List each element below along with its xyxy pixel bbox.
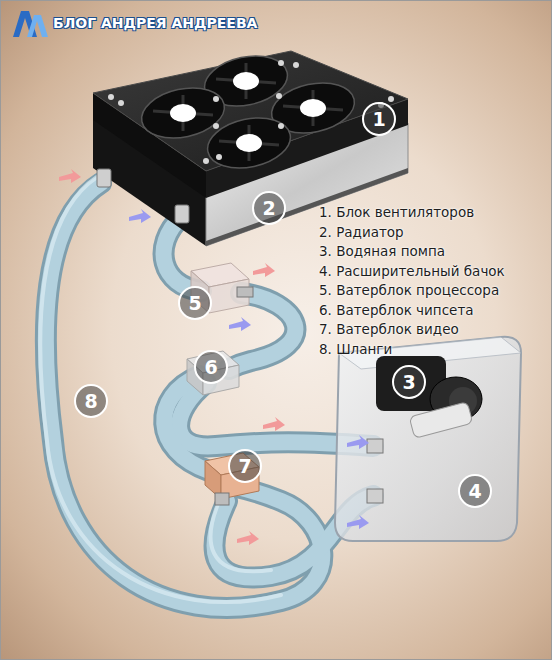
callout-number: 3 (391, 364, 427, 400)
radiator-fan-unit-part-part (203, 111, 295, 175)
water-blocks-part (237, 287, 253, 297)
radiator-fan-unit-part-part (216, 63, 276, 99)
part-list-item: 3. Водяная помпа (319, 243, 445, 259)
part-list-item: 7. Ватерблок видео (319, 321, 459, 337)
callout-number: 8 (73, 383, 109, 419)
radiator-fan-unit-part-part (118, 100, 124, 106)
part-list-item: 4. Расширительный бачок (319, 263, 505, 279)
radiator-fan-unit-part (153, 63, 343, 161)
radiator-fan-unit-part-part (213, 123, 219, 129)
hoses-part-part (40, 177, 281, 602)
callout-number: 5 (177, 285, 213, 321)
flow-arrows-part (237, 531, 259, 545)
radiator-fan-unit-part (108, 60, 394, 164)
callout-number: 2 (251, 190, 287, 226)
flow-arrows-part (229, 317, 251, 331)
part-list-item: 1. Блок вентиляторов (319, 204, 474, 220)
radiator-fan-unit-part (170, 72, 326, 152)
radiator-fan-unit-part-part (233, 72, 259, 90)
radiator-fan-unit-part-part (213, 96, 219, 102)
callout-text: 1 (361, 101, 397, 137)
flow-arrows-part (263, 417, 285, 431)
radiator-fan-unit-part-part (219, 125, 279, 161)
callout-text: 4 (457, 473, 493, 509)
part-list-item: 8. Шланги (319, 341, 392, 357)
radiator-fan-unit-part-part (108, 94, 114, 100)
blog-logo (13, 11, 48, 37)
flow-arrows-part (59, 169, 81, 183)
callout-number: 1 (361, 101, 397, 137)
radiator-fan-unit-part-part (236, 134, 262, 152)
radiator-fan-unit-part (97, 169, 189, 223)
callout-text: 7 (227, 448, 263, 484)
part-list-item: 2. Радиатор (319, 224, 404, 240)
blog-logo-part (27, 15, 48, 37)
callout-text: 2 (251, 190, 287, 226)
blog-watermark: БЛОГ АНДРЕЯ АНДРЕЕВА (53, 15, 257, 31)
radiator-fan-unit-part-part (278, 60, 284, 66)
callout-text: 3 (391, 364, 427, 400)
radiator-fan-unit-part (137, 49, 359, 175)
reservoir-pump-part (409, 402, 473, 439)
reservoir-pump-part (367, 489, 383, 503)
radiator-fan-unit-part-part (175, 205, 189, 223)
reservoir-pump-part (335, 337, 521, 541)
flow-arrows-part (129, 209, 151, 223)
part-list-item: 6. Ватерблок чипсета (319, 302, 474, 318)
radiator-fan-unit-part-part (170, 104, 196, 122)
radiator-fan-unit-part-part (283, 90, 343, 126)
flow-arrows-part (253, 263, 275, 277)
hoses-part-part (211, 497, 271, 571)
callout-number: 4 (457, 473, 493, 509)
radiator-fan-unit-part-part (216, 154, 222, 160)
callout-text: 6 (193, 349, 229, 385)
callout-number: 6 (193, 349, 229, 385)
radiator-fan-unit-part-part (203, 158, 209, 164)
radiator-fan-unit-part-part (300, 99, 326, 117)
radiator-fan-unit-part-part (278, 123, 284, 129)
water-blocks-part (215, 493, 229, 505)
radiator-fan-unit-part-part (293, 62, 299, 68)
reservoir-pump-part (367, 439, 383, 453)
callout-text: 8 (73, 383, 109, 419)
flow-arrows-part (347, 515, 369, 529)
part-list-item: 5. Ватерблок процессора (319, 282, 499, 298)
hoses-part (40, 177, 281, 602)
radiator-fan-unit-part-part (388, 96, 394, 102)
radiator-fan-unit-part-part (276, 93, 282, 99)
flow-arrows-part (347, 435, 369, 449)
callout-number: 7 (227, 448, 263, 484)
callout-text: 5 (177, 285, 213, 321)
reservoir-pump (335, 337, 521, 541)
radiator-fan-unit-part-part (153, 95, 213, 131)
radiator-fan-unit-part-part (97, 169, 111, 187)
